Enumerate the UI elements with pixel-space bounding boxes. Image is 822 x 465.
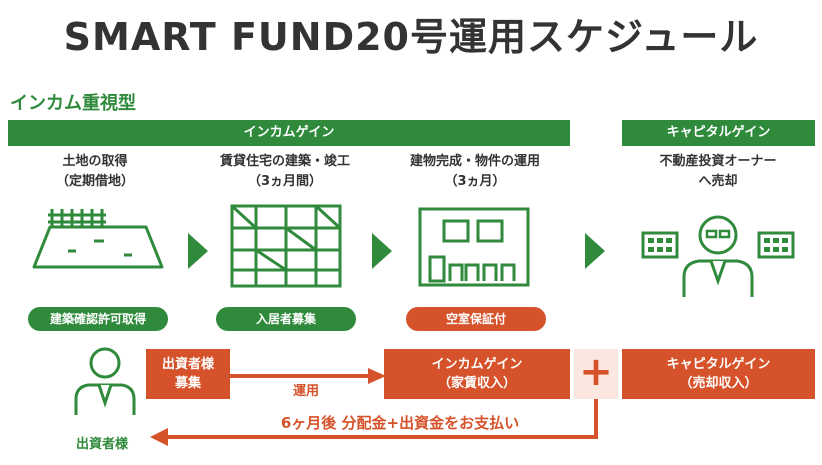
arrow-right-icon bbox=[188, 233, 208, 269]
step-build-line2: （3ヵ月間） bbox=[247, 174, 323, 189]
step-operate-heading: 建物完成・物件の運用 （3ヵ月） bbox=[390, 152, 560, 192]
arrow-right-icon bbox=[372, 233, 392, 269]
payout-label: 6ヶ月後 分配金+出資金をお支払い bbox=[280, 414, 520, 432]
income-box-line1: インカムゲイン bbox=[431, 357, 523, 372]
scaffold-icon bbox=[230, 204, 342, 288]
capital-gain-bar: キャピタルゲイン bbox=[622, 120, 815, 146]
step-sell-line1: 不動産投資オーナー bbox=[659, 154, 777, 169]
payout-arrow bbox=[150, 399, 598, 446]
arrow-right-icon bbox=[585, 233, 605, 269]
income-gain-bar: インカムゲイン bbox=[8, 120, 570, 146]
recruit-line1: 出資者様 bbox=[161, 357, 214, 372]
page-title: SMART FUND20号運用スケジュール bbox=[63, 15, 759, 59]
step-build-heading: 賃貸住宅の建築・竣工 （3ヵ月間） bbox=[200, 152, 370, 192]
badge-vacancy-guarantee: 空室保証付 bbox=[406, 307, 546, 331]
income-box-line2: （家賃収入） bbox=[437, 376, 516, 391]
step-operate-line2: （3ヵ月） bbox=[444, 174, 506, 189]
capital-gain-box: キャピタルゲイン （売却収入） bbox=[622, 349, 815, 399]
step-sell-line2: へ売却 bbox=[698, 174, 738, 189]
plus-box bbox=[574, 349, 618, 399]
recruit-line2: 募集 bbox=[174, 376, 201, 391]
badge-tenant-recruit: 入居者募集 bbox=[216, 307, 356, 331]
investor-recruit-box: 出資者様 募集 bbox=[146, 349, 230, 399]
operation-arrow bbox=[230, 368, 386, 384]
land-icon bbox=[32, 209, 164, 269]
plus-sign: + bbox=[579, 349, 613, 395]
step-operate-line1: 建物完成・物件の運用 bbox=[409, 154, 540, 169]
investor-icon bbox=[74, 347, 136, 415]
type-label: インカム重視型 bbox=[10, 93, 136, 114]
step-land-line1: 土地の取得 bbox=[62, 154, 128, 169]
step-sell-heading: 不動産投資オーナー へ売却 bbox=[628, 152, 808, 192]
capital-box-line1: キャピタルゲイン bbox=[666, 357, 771, 372]
house-icon bbox=[418, 207, 530, 287]
income-gain-box: インカムゲイン （家賃収入） bbox=[384, 349, 570, 399]
operation-label: 運用 bbox=[292, 384, 319, 399]
step-build-line1: 賃貸住宅の建築・竣工 bbox=[219, 154, 350, 169]
step-land-heading: 土地の取得 （定期借地） bbox=[20, 152, 170, 192]
capital-box-line2: （売却収入） bbox=[679, 376, 758, 391]
badge-building-permit: 建築確認許可取得 bbox=[28, 307, 168, 331]
step-land-line2: （定期借地） bbox=[55, 174, 134, 189]
investor-label: 出資者様 bbox=[75, 437, 128, 452]
buyer-icon bbox=[641, 215, 795, 297]
